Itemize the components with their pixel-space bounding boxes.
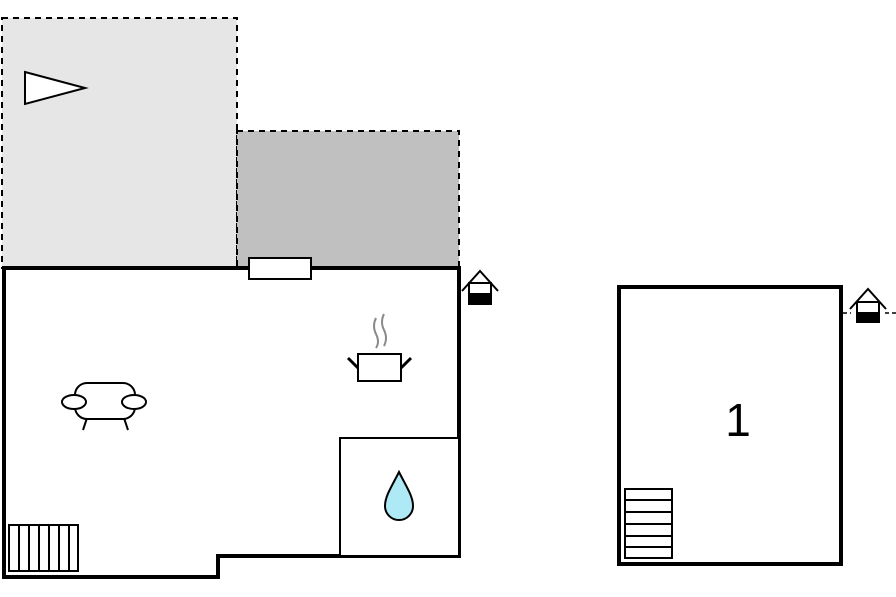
terrace-covered <box>236 130 460 269</box>
stairs-icon <box>8 524 79 572</box>
room-number: 1 <box>725 394 751 446</box>
entrance-icon <box>843 287 896 323</box>
north-arrow-icon <box>24 70 89 106</box>
terrace-open <box>1 17 238 269</box>
entrance-icon <box>461 269 499 305</box>
water-drop-icon <box>383 469 415 521</box>
kitchen-pot-icon <box>346 313 413 382</box>
sofa-icon <box>61 382 147 431</box>
stairs-icon <box>624 488 673 559</box>
window-icon <box>248 257 312 280</box>
